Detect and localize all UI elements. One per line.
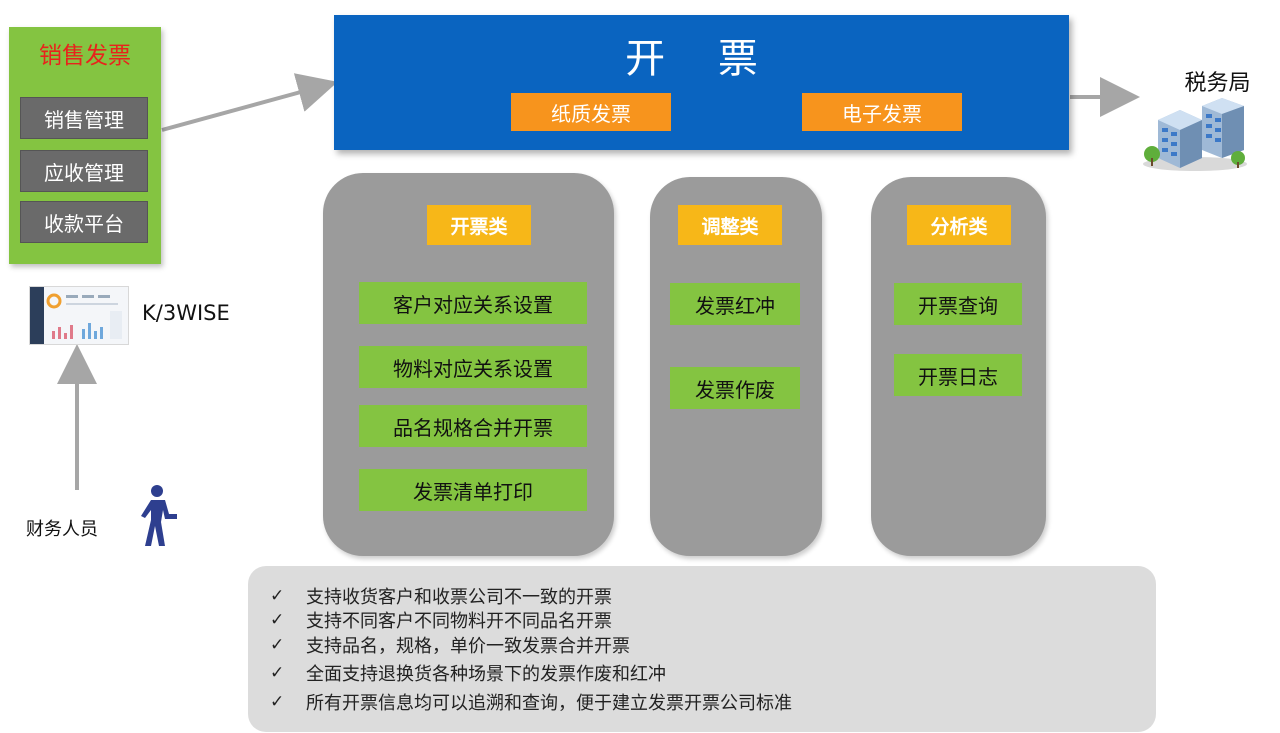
feature-item: ✓ 支持品名，规格，单价一致发票合并开票 <box>270 633 630 657</box>
feature-text: 全面支持退换货各种场景下的发票作废和红冲 <box>306 664 666 685</box>
check-icon: ✓ <box>270 692 285 712</box>
dashboard-screenshot-icon <box>29 286 129 345</box>
arrow-sales-to-banner <box>161 73 338 132</box>
item-merge-invoicing[interactable]: 品名规格合并开票 <box>359 405 587 447</box>
check-icon: ✓ <box>270 663 285 683</box>
column-analysis: 分析类 开票查询 开票日志 <box>871 177 1046 556</box>
item-invoice-list-print[interactable]: 发票清单打印 <box>359 469 587 511</box>
paper-invoice-badge[interactable]: 纸质发票 <box>511 93 671 131</box>
column-analysis-title: 分析类 <box>907 205 1011 245</box>
tax-bureau-label: 税务局 <box>1184 71 1251 96</box>
sales-item-payment-platform[interactable]: 收款平台 <box>20 201 148 243</box>
item-invoice-query[interactable]: 开票查询 <box>894 283 1022 325</box>
column-invoicing-title: 开票类 <box>427 205 531 245</box>
feature-item: ✓ 全面支持退换货各种场景下的发票作废和红冲 <box>270 661 666 685</box>
sales-item-receivables-management[interactable]: 应收管理 <box>20 150 148 192</box>
item-material-mapping[interactable]: 物料对应关系设置 <box>359 346 587 388</box>
sales-item-sales-management[interactable]: 销售管理 <box>20 97 148 139</box>
feature-item: ✓ 所有开票信息均可以追溯和查询，便于建立发票开票公司标准 <box>270 690 792 714</box>
e-invoice-badge[interactable]: 电子发票 <box>802 93 962 131</box>
feature-text: 所有开票信息均可以追溯和查询，便于建立发票开票公司标准 <box>306 693 792 714</box>
item-customer-mapping[interactable]: 客户对应关系设置 <box>359 282 587 324</box>
column-adjustment: 调整类 发票红冲 发票作废 <box>650 177 822 556</box>
feature-item: ✓ 支持收货客户和收票公司不一致的开票 <box>270 584 612 608</box>
feature-text: 支持品名，规格，单价一致发票合并开票 <box>306 636 630 657</box>
walking-person-icon <box>141 485 177 546</box>
app-label: K/3WISE <box>142 301 230 325</box>
invoicing-banner: 开 票 纸质发票 电子发票 <box>334 15 1069 150</box>
item-invoice-void[interactable]: 发票作废 <box>670 367 800 409</box>
column-invoicing: 开票类 客户对应关系设置 物料对应关系设置 品名规格合并开票 发票清单打印 <box>323 173 614 556</box>
feature-text: 支持不同客户不同物料开不同品名开票 <box>306 611 612 632</box>
feature-item: ✓ 支持不同客户不同物料开不同品名开票 <box>270 608 612 632</box>
sales-invoice-panel: 销售发票 销售管理 应收管理 收款平台 <box>9 27 161 264</box>
finance-staff-label: 财务人员 <box>26 519 98 540</box>
check-icon: ✓ <box>270 610 285 630</box>
item-invoice-log[interactable]: 开票日志 <box>894 354 1022 396</box>
feature-text: 支持收货客户和收票公司不一致的开票 <box>306 587 612 608</box>
check-icon: ✓ <box>270 635 285 655</box>
item-invoice-red-reversal[interactable]: 发票红冲 <box>670 283 800 325</box>
features-box: ✓ 支持收货客户和收票公司不一致的开票 ✓ 支持不同客户不同物料开不同品名开票 … <box>248 566 1156 732</box>
sales-invoice-title: 销售发票 <box>39 43 131 69</box>
banner-title: 开 票 <box>625 36 778 82</box>
office-building-icon <box>1143 98 1247 171</box>
column-adjustment-title: 调整类 <box>678 205 782 245</box>
check-icon: ✓ <box>270 586 285 606</box>
